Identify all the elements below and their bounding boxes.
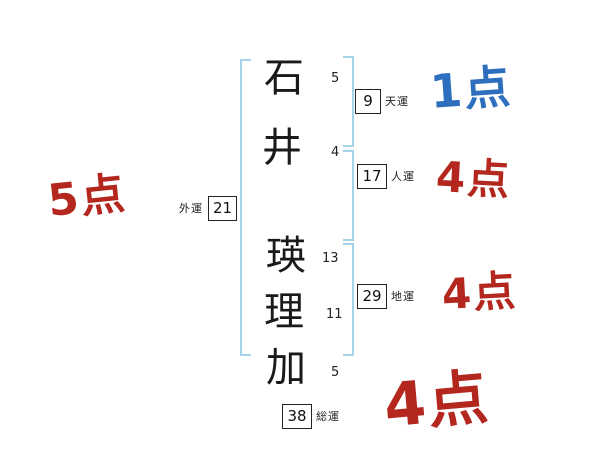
stroke-count-1: 5 xyxy=(331,71,340,86)
heaven-luck-bracket xyxy=(343,56,354,147)
total-luck-value-box: 38 xyxy=(282,404,312,429)
total-luck-score: 4点 xyxy=(381,362,493,442)
stroke-count-4: 11 xyxy=(326,307,343,322)
earth-luck-label: 地運 xyxy=(391,290,415,303)
heaven-luck-label: 天運 xyxy=(385,95,409,108)
stroke-count-2: 4 xyxy=(331,145,340,160)
earth-luck-bracket xyxy=(343,243,354,356)
person-luck-label: 人運 xyxy=(391,170,415,183)
name-char-4: 理 xyxy=(264,289,304,335)
stroke-count-5: 5 xyxy=(331,365,340,380)
stroke-count-3: 13 xyxy=(322,251,339,266)
outer-luck-value-box: 21 xyxy=(208,196,237,221)
outer-luck-bracket xyxy=(240,59,251,356)
person-luck-bracket xyxy=(343,150,354,241)
name-char-1: 石 xyxy=(264,55,304,101)
name-char-2: 井 xyxy=(262,125,302,171)
earth-luck-value-box: 29 xyxy=(357,284,387,309)
person-luck-value-box: 17 xyxy=(357,164,387,189)
total-luck-label: 総運 xyxy=(316,410,340,423)
person-luck-score: 4点 xyxy=(434,152,513,205)
outer-luck-score: 5点 xyxy=(45,168,130,227)
heaven-luck-score: 1点 xyxy=(428,59,514,119)
heaven-luck-value-box: 9 xyxy=(355,89,381,114)
outer-luck-label: 外運 xyxy=(179,202,203,215)
name-char-5: 加 xyxy=(266,345,306,391)
earth-luck-score: 4点 xyxy=(440,266,519,319)
name-char-3: 瑛 xyxy=(266,233,306,279)
